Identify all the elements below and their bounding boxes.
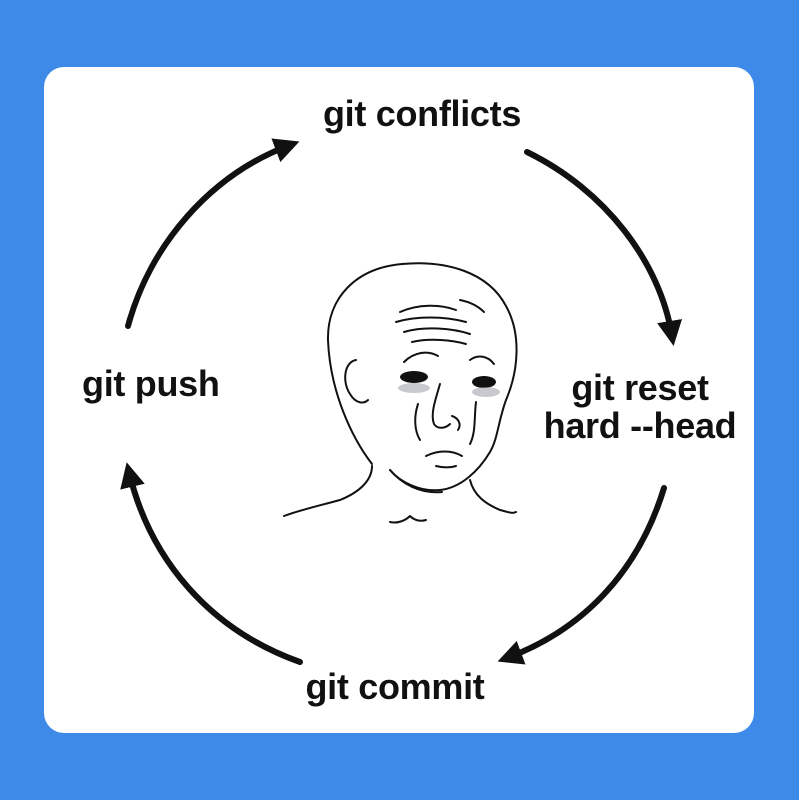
arrow-conflicts-to-reset: [524, 149, 683, 346]
node-git-reset: git reset hard --head: [530, 369, 750, 445]
sad-wojak-face-icon: [283, 262, 518, 524]
arrow-push-to-conflicts: [125, 138, 300, 329]
node-git-push: git push: [82, 363, 220, 404]
node-git-commit: git commit: [305, 666, 485, 707]
node-git-reset-line1: git reset: [571, 367, 709, 408]
arrow-reset-to-commit: [497, 485, 667, 665]
diagram-card: git conflicts git push git commit git re…: [44, 67, 754, 733]
node-git-reset-line2: hard --head: [543, 405, 737, 446]
node-git-conflicts: git conflicts: [322, 93, 522, 134]
arrow-commit-to-push: [120, 462, 303, 665]
